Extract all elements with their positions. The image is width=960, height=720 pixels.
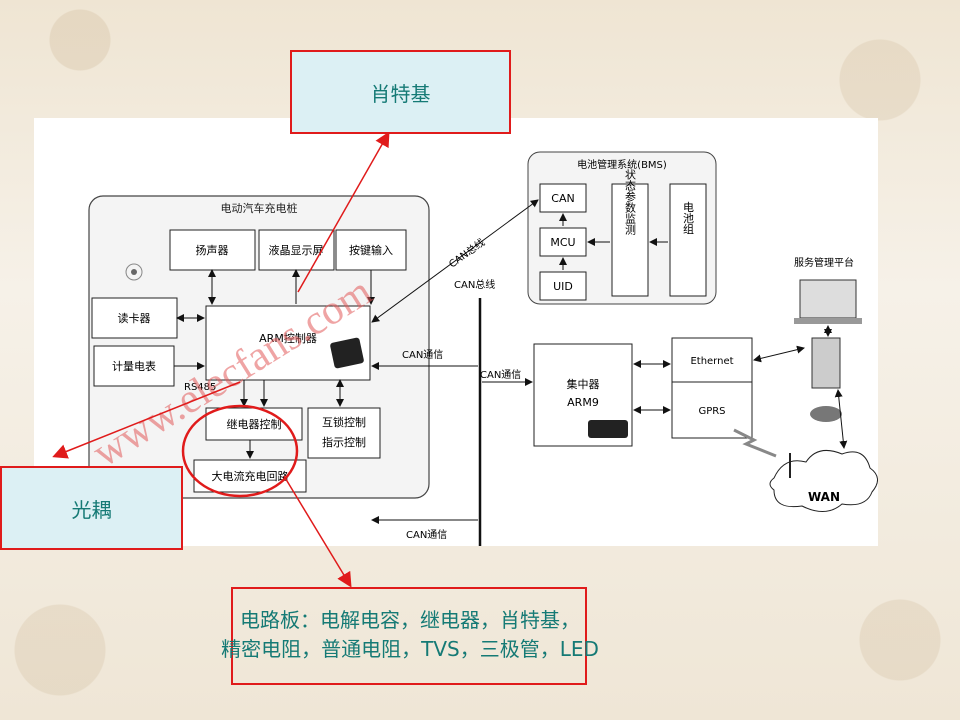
speaker-box [169,229,256,271]
service-platform-label: 服务管理平台 [794,256,854,269]
can-label: CAN [551,192,574,205]
charger-title: 电动汽车充电桩 [221,201,298,215]
keys-label: 按键输入 [349,243,393,257]
can-box [539,183,587,213]
lcd-label: 液晶显示屏 [269,243,324,257]
can-bus-label-1: CAN总线 [446,236,487,271]
can-comm-label-3: CAN通信 [406,529,447,541]
arm-chip-icon [330,337,364,369]
lock-ctrl-box [307,407,381,459]
card-reader-box [91,297,178,339]
speaker-icon [125,263,143,281]
status-monitor-box [611,183,649,297]
lock-ctrl-label-1: 互锁控制 [322,415,366,429]
arm-label: ARM控制器 [259,331,317,345]
wan-label: WAN [808,490,840,504]
battery-box [669,183,707,297]
mcu-box [539,227,587,257]
uid-box [539,271,587,301]
meter-box [93,345,175,387]
parts-line-2: 精密电阻，普通电阻，TVS，三极管，LED [221,637,599,661]
can-comm-label-1: CAN通信 [402,349,443,361]
relay-ctrl-label: 继电器控制 [227,417,282,431]
concentrator-label-2: ARM9 [567,396,599,409]
lock-ctrl-label-2: 指示控制 [322,435,366,449]
battery-label: 电池组 [682,201,695,234]
meter-label: 计量电表 [112,359,156,373]
uid-label: UID [553,280,573,293]
speaker-label: 扬声器 [196,243,229,257]
laptop-icon [799,279,857,319]
network-box [671,337,753,439]
parts-list-text: 电路板：电解电容，继电器，肖特基， 精密电阻，普通电阻，TVS，三极管，LED [160,606,660,664]
mcu-label: MCU [550,236,575,249]
callout-parts-box [231,587,587,685]
can-bus-label-2: CAN总线 [454,278,495,291]
parts-line-1: 电路板：电解电容，继电器，肖特基， [240,608,580,632]
gprs-label: GPRS [698,406,725,417]
callout-optocoupler-text: 光耦 [71,497,112,522]
callout-optocoupler: 光耦 [0,466,183,550]
status-monitor-label: 状态参数监测 [624,168,637,236]
can-comm-label-2: CAN通信 [480,369,521,381]
router-icon [810,406,842,422]
wan-cloud-icon [769,449,878,512]
dc-loop-label: 大电流充电回路 [212,469,289,483]
callout-schottky: 肖特基 [290,50,511,134]
concentrator-label-1: 集中器 [567,377,600,391]
bms-title: 电池管理系统(BMS) [577,158,667,171]
concentrator-device-icon [588,420,628,438]
callout-schottky-text: 肖特基 [370,81,431,106]
ethernet-label: Ethernet [690,356,733,367]
card-reader-label: 读卡器 [118,311,151,325]
server-icon [811,337,841,389]
